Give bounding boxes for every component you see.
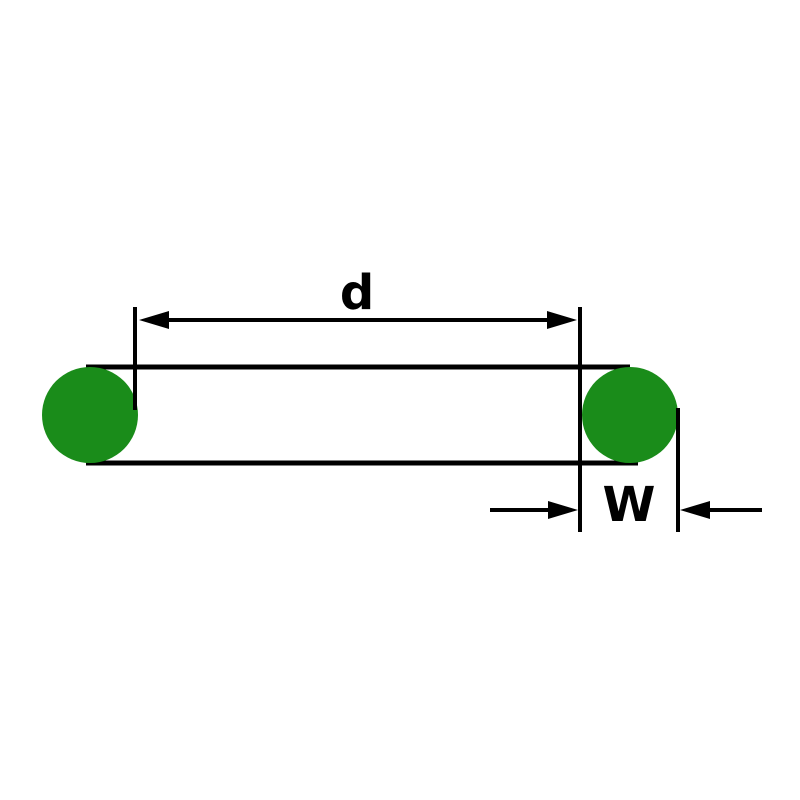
dimension-label-w: W — [603, 477, 656, 533]
w-right-arrowhead-icon — [680, 501, 710, 519]
d-left-arrowhead-icon — [139, 311, 169, 329]
oring-right-cross-section-circle — [582, 367, 678, 463]
w-left-arrowhead-icon — [548, 501, 578, 519]
d-right-arrowhead-icon — [547, 311, 577, 329]
oring-left-cross-section-circle — [42, 367, 138, 463]
dimension-label-d: d — [340, 265, 374, 321]
